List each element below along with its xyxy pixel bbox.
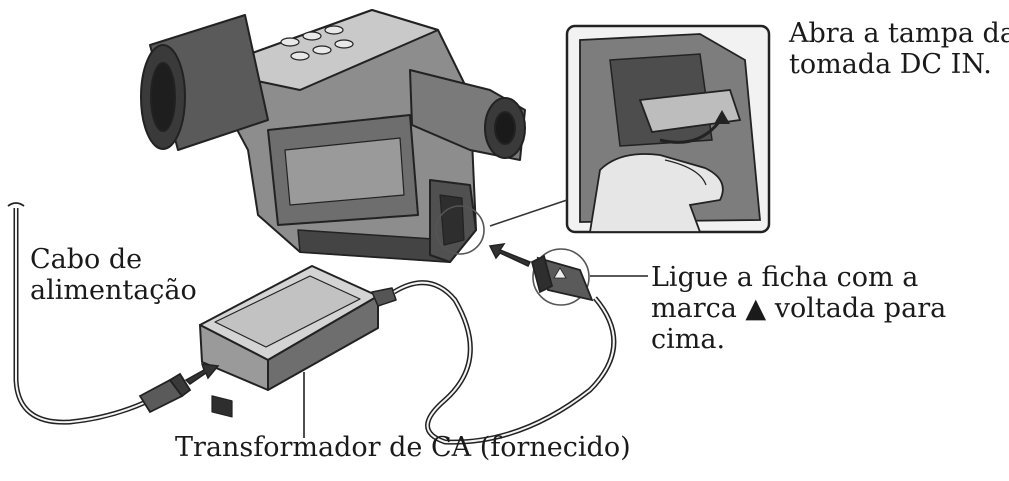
power-cord-plug	[138, 372, 192, 414]
label-plug-line3: cima.	[651, 324, 726, 355]
power-cord	[13, 208, 148, 425]
camcorder	[140, 9, 526, 263]
adapter-side	[267, 295, 379, 391]
label-open-cover-line2: tomada DC IN.	[789, 49, 992, 80]
inset-cover	[638, 89, 742, 133]
adapter-socket	[211, 395, 233, 418]
label-power-cable-line1: Cabo de	[30, 244, 143, 275]
magnifier-circle-camcorder	[435, 205, 485, 255]
camcorder-buttons	[280, 25, 354, 61]
dc-plug	[530, 254, 594, 302]
ac-adapter	[199, 265, 397, 418]
arrow-to-adapter	[184, 363, 220, 385]
magnifier-circle-plug	[532, 248, 590, 306]
label-plug: Ligue a ficha com a marca ▲ voltada para…	[651, 262, 946, 355]
label-plug-line1: Ligue a ficha com a	[651, 262, 919, 293]
plug-mark-icon	[553, 267, 567, 279]
dc-cable	[392, 280, 617, 445]
arrow-to-camcorder	[488, 243, 532, 267]
inset-finger	[588, 153, 724, 233]
label-power-cable: Cabo de alimentação	[30, 244, 197, 306]
label-ac-adapter: Transformador de CA (fornecido)	[175, 432, 631, 463]
label-plug-line2: marca ▲ voltada para	[651, 293, 947, 324]
label-open-cover-line1: Abra a tampa da	[789, 18, 1009, 49]
inset-dc-in	[489, 24, 771, 234]
label-open-cover: Abra a tampa da tomada DC IN.	[789, 18, 1009, 80]
label-power-cable-line2: alimentação	[30, 275, 197, 306]
